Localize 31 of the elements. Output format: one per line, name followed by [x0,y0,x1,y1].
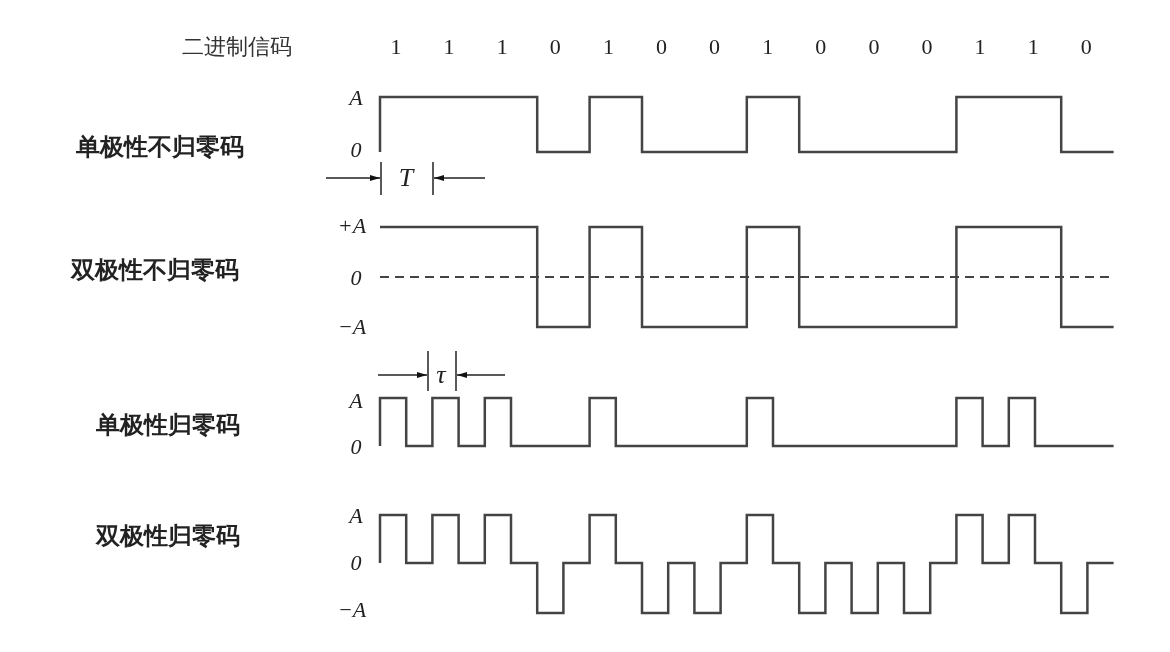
bit-value: 0 [709,36,721,58]
bit-value: 0 [815,36,827,58]
bit-value: 0 [868,36,880,58]
bit-value: 1 [443,36,455,58]
bit-value: 0 [549,36,561,58]
row-label: 单极性归零码 [96,413,240,437]
bit-value: 0 [656,36,667,58]
axis-label: A [349,505,363,527]
axis-label: A [349,390,363,412]
row-label: 二进制信码 [182,36,292,58]
row-label: 双极性不归零码 [71,258,239,282]
bit-value: 1 [390,36,402,58]
axis-label: A [349,87,363,109]
dimension-label: τ [436,362,446,388]
axis-label: 0 [350,436,362,458]
bit-value: 1 [762,36,774,58]
dimension-label: T [398,165,414,191]
axis-label: −A [337,316,367,338]
axis-label: +A [337,215,367,237]
bit-value: 1 [602,36,614,58]
axis-label: 0 [350,267,362,289]
row-label: 单极性不归零码 [76,135,244,159]
bit-value: 0 [1080,36,1092,58]
bit-value: 0 [921,36,933,58]
axis-label: 0 [350,139,362,161]
bit-value: 1 [974,36,986,58]
axis-label: 0 [350,552,362,574]
bit-value: 1 [496,36,508,58]
row-label: 双极性归零码 [96,524,240,548]
axis-label: −A [337,599,367,621]
bit-value: 1 [1027,36,1039,58]
